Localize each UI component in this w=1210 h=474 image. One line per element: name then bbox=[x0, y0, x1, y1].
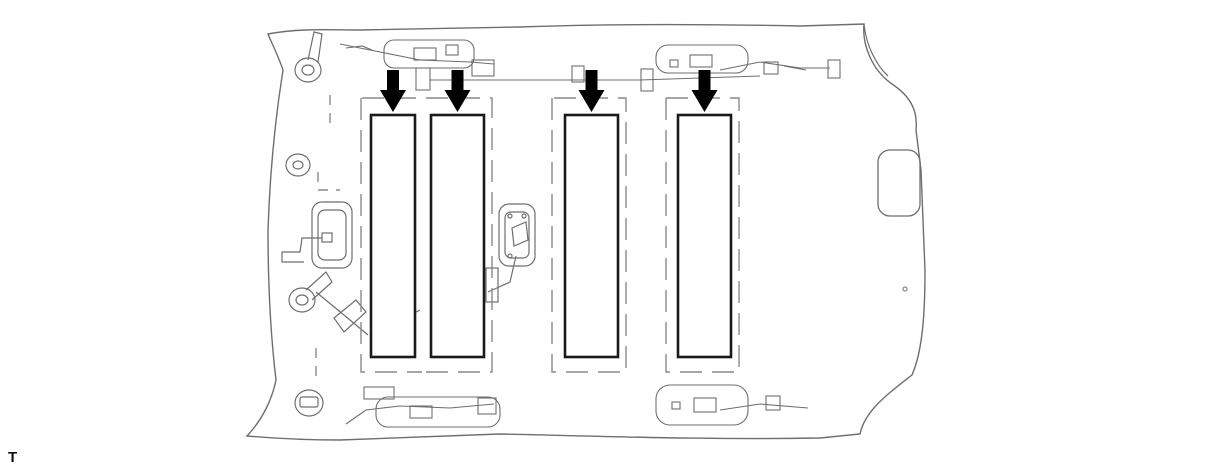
mount-hole bbox=[902, 286, 908, 292]
down-arrow-icon bbox=[578, 70, 605, 112]
headliner-front-edge bbox=[863, 23, 889, 77]
panel-4 bbox=[676, 113, 733, 359]
left-fittings bbox=[281, 31, 369, 417]
dome-opening bbox=[877, 149, 921, 217]
bottom-wire-harness bbox=[345, 384, 809, 428]
panel-2 bbox=[429, 113, 486, 359]
corner-label: T bbox=[8, 449, 18, 466]
headliner-outline bbox=[245, 23, 926, 441]
top-wire-harness bbox=[339, 39, 841, 92]
panel-1 bbox=[369, 113, 417, 359]
down-arrow-icon bbox=[444, 70, 471, 112]
arrows-layer bbox=[380, 70, 718, 112]
down-arrow-icon bbox=[691, 70, 718, 112]
panel-3 bbox=[563, 113, 620, 359]
panels-layer bbox=[369, 113, 733, 359]
down-arrow-icon bbox=[380, 70, 406, 112]
left-dashed-guides bbox=[315, 95, 340, 378]
